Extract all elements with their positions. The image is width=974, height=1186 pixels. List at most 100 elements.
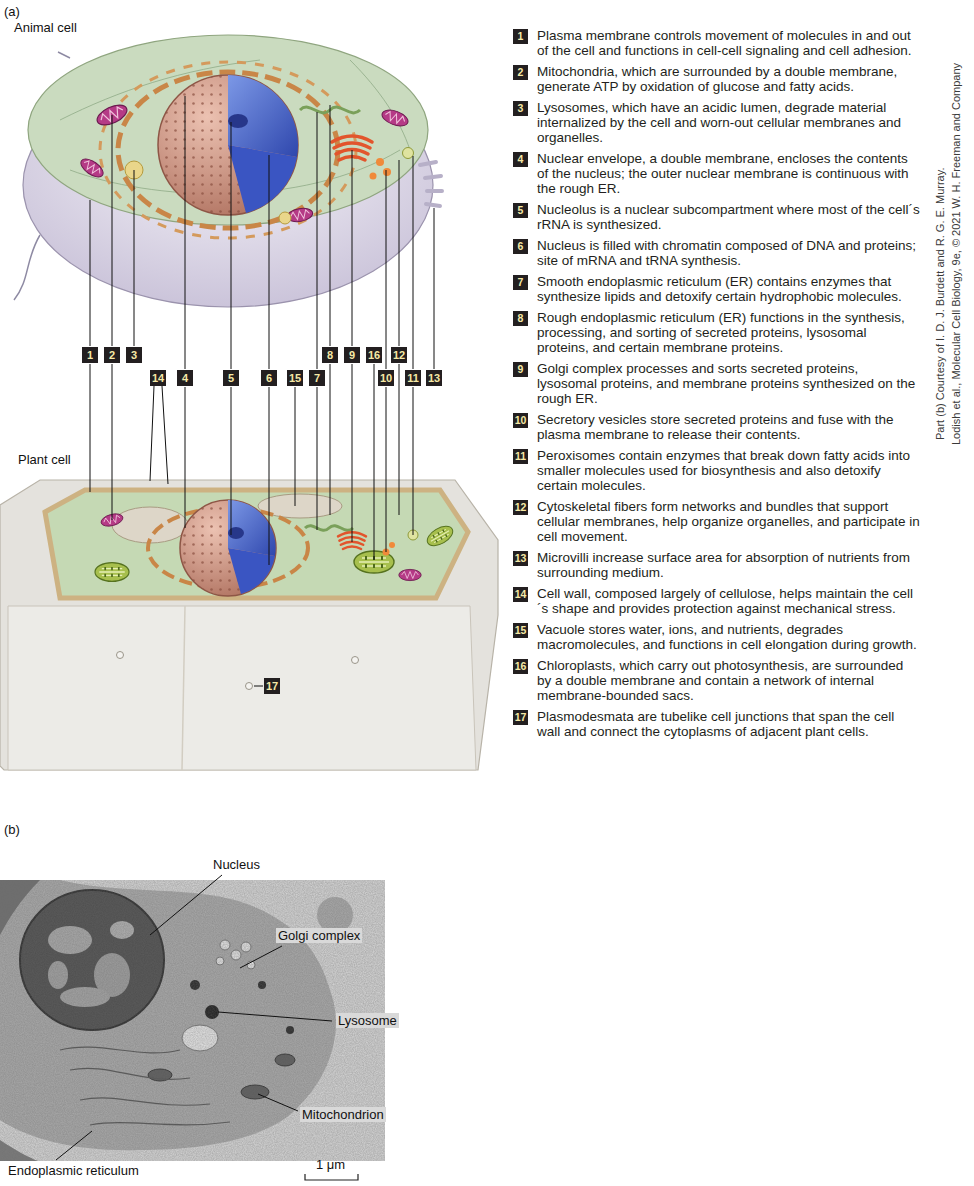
leader-line [150,386,154,481]
callout-number: 1 [82,347,98,363]
figure-label: Plant cell [18,452,71,467]
nucleus [158,75,298,215]
callout-number: 7 [513,275,528,290]
cell-wall-face [8,606,476,770]
callout-number: 3 [513,101,528,116]
nuclear-pores [180,500,276,596]
rough-er [118,72,338,228]
cell-process [58,52,70,58]
mitochondrion [380,107,410,129]
chloroplast [424,522,456,549]
flagellum [14,235,40,300]
callout-number: 13 [426,370,442,386]
leader-line [134,170,135,346]
description-text: Plasmodesmata are tubelike cell junction… [537,709,920,739]
description-entry: 5Nucleolus is a nuclear subcompartment w… [513,202,920,232]
callout-number: 11 [513,449,528,464]
leader-line [112,115,113,346]
vesicle [383,168,391,176]
chloroplast [95,563,129,582]
leader-line [185,96,186,369]
leader-line [330,364,331,515]
description-text: Lysosomes, which have an acidic lumen, d… [537,100,920,145]
callout-number-text: 3 [131,349,137,361]
vesicle [389,542,395,548]
callout-number: 4 [177,370,193,386]
callout-number-text: 4 [182,372,188,384]
description-text: Nucleus is filled with chromatin compose… [537,238,920,268]
micrograph-ground [0,880,385,1161]
cytoplasm [45,490,468,598]
callout-number: 5 [513,203,528,218]
vesicle [370,173,377,180]
callout-number: 15 [513,623,528,638]
description-text: Cell wall, composed largely of cellulose… [537,586,920,616]
callout-number-text: 10 [380,372,392,384]
leader-line [317,112,318,369]
leader-line [240,946,282,968]
leader-line [269,387,270,565]
description-entry: 6 Nucleus is filled with chromatin compos… [513,238,920,268]
description-entry: 9Golgi complex processes and sorts secre… [513,361,920,406]
callout-number-text: 14 [152,372,164,384]
callout-number: 10 [378,370,394,386]
callout-number-text: 11 [407,372,419,384]
callout-number-text: 17 [266,680,278,692]
callout-number: 5 [223,370,239,386]
leader-line [330,105,331,346]
micrograph-label: Lysosome [336,1013,399,1028]
leader-line [295,387,296,506]
leader-line [399,364,400,515]
leader-line [413,387,414,535]
plasmodesma [246,683,253,690]
callout-number-text: 12 [393,349,405,361]
callout-number: 8 [513,311,528,326]
leader-line [56,1131,92,1160]
figure-label: Animal cell [14,20,77,35]
wall-seam [182,606,185,770]
leader-line [386,170,387,369]
leader-line [254,686,263,687]
callout-number-text: 8 [327,349,333,361]
description-entry: 2Mitochondria, which are surrounded by a… [513,64,920,94]
cell-wall-block [0,480,498,770]
callout-number: 7 [309,370,325,386]
description-entry: 10Secretory vesicles store secreted prot… [513,412,920,442]
callout-number-text: 15 [289,372,301,384]
description-entry: 7Smooth endoplasmic reticulum (ER) conta… [513,274,920,304]
leader-line [150,875,222,935]
plasmodesma [117,652,124,659]
description-text: Mitochondria, which are surrounded by a … [537,64,920,94]
description-text: Plasma membrane controls movement of mol… [537,28,920,58]
callout-number-text: 6 [266,372,272,384]
nucleus-cutaway [228,75,298,157]
callout-number: 15 [287,370,303,386]
rough-er [100,62,356,238]
leader-line [185,387,186,528]
description-entry: 11Peroxisomes contain enzymes that break… [513,448,920,493]
leader-line [374,364,375,560]
leader-line [352,364,353,542]
callout-number: 11 [405,370,421,386]
callout-number: 3 [126,347,142,363]
description-text: Microvilli increase surface area for abs… [537,550,920,580]
leader-line [269,155,270,369]
callout-number-text: 2 [109,349,115,361]
micrograph-grain [0,880,385,1161]
callout-number: 2 [104,347,120,363]
callout-number: 16 [513,659,528,674]
smooth-er [305,526,353,531]
leader-line [112,364,113,520]
description-entry: 16Chloroplasts, which carry out photosyn… [513,658,920,703]
callout-leaders [90,96,434,686]
callout-number: 4 [513,152,528,167]
micrograph-label: Endoplasmic reticulum [8,1163,139,1178]
description-text: Golgi complex processes and sorts secret… [537,361,920,406]
lysosome [279,212,291,224]
callout-number: 6 [261,370,277,386]
callout-number: 13 [513,551,528,566]
leader-line [218,1012,332,1021]
credit-line: Lodish et al., Molecular Cell Biology, 9… [950,63,963,445]
callout-number: 6 [513,239,528,254]
